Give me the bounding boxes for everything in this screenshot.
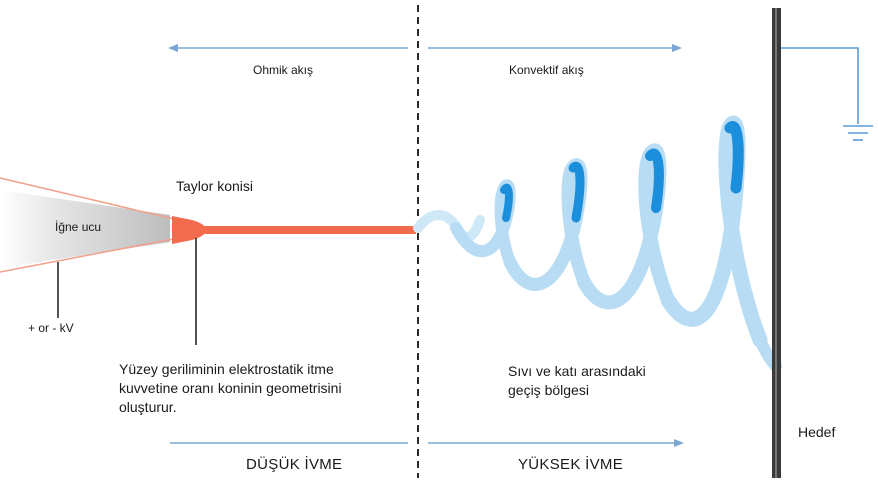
cone-outline-bottom (0, 237, 179, 273)
transition-zone-label: Sıvı ve katı arasındaki geçiş bölgesi (508, 363, 646, 398)
needle-body (0, 190, 170, 268)
liquid-jet (200, 226, 416, 234)
cone-outline-top (0, 177, 179, 221)
needle-tip-label: İğne ucu (55, 220, 102, 234)
taylor-cone-label: Taylor konisi (176, 178, 254, 194)
target-label: Hedef (798, 424, 836, 440)
high-acceleration-arrow (428, 439, 684, 447)
ohmic-flow-label: Ohmik akış (253, 63, 314, 77)
convective-flow-arrow (428, 44, 682, 52)
convective-flow-label: Konvektif akış (509, 63, 584, 77)
low-acceleration-label: DÜŞÜK İVME (246, 456, 343, 473)
surface-tension-note: Yüzey geriliminin elektrostatik itme kuv… (119, 361, 342, 415)
voltage-label: + or - kV (28, 321, 74, 335)
taylor-cone (172, 216, 206, 244)
ohmic-flow-arrow (168, 44, 408, 52)
high-acceleration-label: YÜKSEK İVME (518, 456, 623, 473)
ground-icon (781, 47, 873, 141)
whipping-spiral (413, 115, 782, 372)
